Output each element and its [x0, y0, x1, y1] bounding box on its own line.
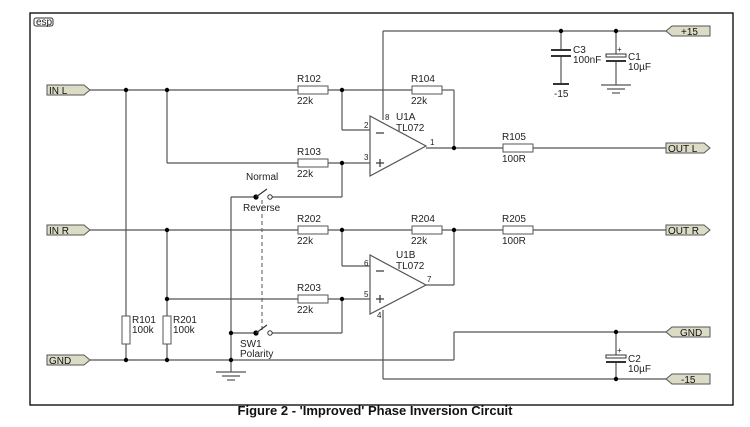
port-out-r: OUT R [665, 224, 711, 237]
r103-value: 22k [297, 169, 314, 180]
r101-ref: R101 [132, 315, 156, 326]
r103-ref: R103 [297, 147, 321, 158]
r104-ref: R104 [411, 74, 435, 85]
resistor-r203: R203 22k [297, 283, 329, 316]
port-minus15: -15 [665, 373, 711, 386]
r202-value: 22k [297, 236, 314, 247]
resistor-r201: R201 100k [162, 315, 197, 345]
c2-polarity: + [617, 346, 622, 355]
port-gnd-in-text: GND [49, 356, 71, 367]
ground-symbol-c1 [601, 84, 631, 94]
u1b-ref: U1B [396, 250, 416, 261]
c1-ref: C1 [628, 52, 641, 63]
schematic-frame [29, 12, 734, 406]
switch-ref: SW1 [240, 339, 262, 350]
r204-value: 22k [411, 236, 428, 247]
c3-ref: C3 [573, 45, 586, 56]
port-gnd-out: GND [665, 326, 711, 339]
resistor-r202: R202 22k [297, 214, 329, 247]
resistor-r105: R105 100R [502, 132, 534, 165]
port-out-l: OUT L [665, 142, 711, 155]
port-in-l-text: IN L [49, 86, 68, 97]
resistor-r102: R102 22k [297, 74, 329, 107]
r201-ref: R201 [173, 315, 197, 326]
port-plus15: +15 [665, 25, 711, 38]
capacitor-c1: + C1 10µF [605, 45, 651, 73]
port-out-l-text: OUT L [668, 144, 698, 155]
resistor-r104: R104 22k [411, 74, 443, 107]
resistor-r101: R101 100k [121, 315, 156, 345]
u1b-pin-out: 7 [427, 275, 432, 284]
port-in-r: IN R [46, 224, 91, 237]
junction-dots [123, 28, 619, 382]
esp-logo: esp [33, 17, 54, 28]
r104-value: 22k [411, 96, 428, 107]
port-gnd-out-text: GND [680, 328, 702, 339]
r203-ref: R203 [297, 283, 321, 294]
r205-value: 100R [502, 236, 526, 247]
r201-value: 100k [173, 325, 196, 336]
r101-value: 100k [132, 325, 155, 336]
u1a-pin-inv: 2 [364, 121, 369, 130]
c3-value: 100nF [573, 55, 601, 66]
resistor-r205: R205 100R [502, 214, 534, 247]
r105-ref: R105 [502, 132, 526, 143]
r105-value: 100R [502, 154, 526, 165]
switch-label-reverse: Reverse [243, 203, 281, 214]
u1b-part: TL072 [396, 261, 425, 272]
c3-rail: -15 [554, 89, 569, 100]
port-minus15-text: -15 [681, 375, 696, 386]
r204-ref: R204 [411, 214, 435, 225]
c2-value: 10µF [628, 364, 651, 375]
logo-text: esp [36, 17, 53, 28]
u1a-pin-noninv: 3 [364, 153, 369, 162]
r102-ref: R102 [297, 74, 321, 85]
u1a-part: TL072 [396, 123, 425, 134]
u1b-pin-inv: 6 [364, 259, 369, 268]
r202-ref: R202 [297, 214, 321, 225]
ground-symbol-left [216, 371, 246, 381]
opamp-u1b: 6 5 7 4 U1B TL072 [364, 250, 432, 320]
u1a-pin-vplus: 8 [385, 113, 390, 122]
c2-ref: C2 [628, 354, 641, 365]
c1-value: 10µF [628, 62, 651, 73]
port-gnd-in: GND [46, 354, 91, 367]
port-in-l: IN L [46, 84, 91, 97]
figure-caption: Figure 2 - 'Improved' Phase Inversion Ci… [237, 403, 513, 418]
switch-sw1: Normal Reverse SW1 Polarity [240, 172, 281, 360]
r205-ref: R205 [502, 214, 526, 225]
switch-name: Polarity [240, 349, 273, 360]
capacitor-c2: + C2 10µF [605, 346, 651, 375]
u1a-pin-out: 1 [430, 138, 435, 147]
port-out-r-text: OUT R [668, 226, 699, 237]
c1-polarity: + [617, 45, 622, 54]
resistor-r103: R103 22k [297, 147, 329, 180]
u1b-pin-noninv: 5 [364, 290, 369, 299]
port-plus15-text: +15 [681, 27, 698, 38]
switch-label-normal: Normal [246, 172, 278, 183]
opamp-u1a: 2 3 1 8 U1A TL072 [364, 112, 435, 178]
resistor-r204: R204 22k [411, 214, 443, 247]
u1b-pin-vminus: 4 [377, 311, 382, 320]
r203-value: 22k [297, 305, 314, 316]
u1a-ref: U1A [396, 112, 416, 123]
port-in-r-text: IN R [49, 226, 69, 237]
r102-value: 22k [297, 96, 314, 107]
capacitor-c3: C3 100nF -15 [551, 45, 601, 100]
